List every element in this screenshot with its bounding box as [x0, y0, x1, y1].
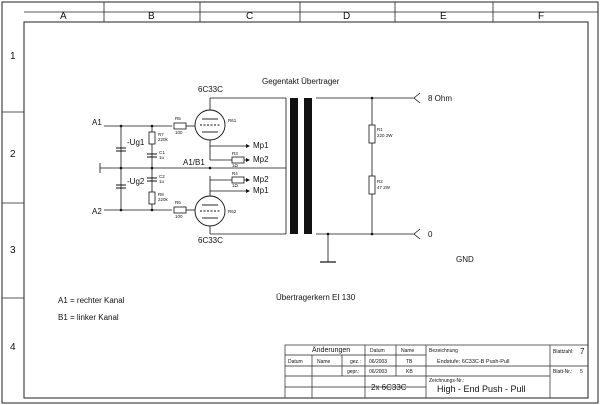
- resistor-icons: [148, 122, 376, 214]
- mp2-top-label: Mp2: [253, 155, 269, 164]
- column-header-strip: [24, 2, 598, 22]
- row-label-4: 4: [10, 342, 16, 353]
- gez-name: TB: [406, 359, 413, 365]
- r-sense-top-ref: R3: [232, 151, 238, 156]
- junction-dots: [119, 96, 374, 236]
- blattzahl-value: 7: [580, 347, 585, 356]
- r-bottom-grid-ref: R8: [158, 192, 164, 197]
- row-label-3: 3: [10, 245, 16, 256]
- measure-point-arrows: [246, 144, 250, 193]
- bias-top-label: -Ug1: [127, 138, 145, 147]
- r-sense-top-val: 1Ω: [232, 163, 239, 168]
- r-sense-bottom-val: 1Ω: [232, 183, 239, 188]
- gepr-date: 06/2003: [369, 369, 387, 375]
- row-label-1: 1: [10, 51, 16, 62]
- output-zero-label: 0: [428, 230, 433, 239]
- input-b1-label: A1/B1: [183, 158, 205, 167]
- mp1-bottom-label: Mp1: [253, 186, 269, 195]
- column-label-f: F: [538, 11, 544, 22]
- changes-datum-col: Datum: [288, 359, 303, 365]
- column-label-d: D: [343, 11, 350, 22]
- gepr-label: gepr.:: [347, 369, 360, 375]
- changes-name-col: Name: [317, 359, 331, 365]
- gez-date: 06/2003: [369, 359, 387, 365]
- gez-label: gez.:: [350, 359, 361, 365]
- row-label-2: 2: [10, 149, 16, 160]
- blattzahl-label: Blattzahl:: [553, 349, 574, 355]
- r-out-top-val: 220 2W: [377, 133, 393, 138]
- r-sense-bottom-ref: R4: [232, 171, 238, 176]
- drawing-title: High - End Push - Pull: [437, 384, 526, 394]
- tube-bottom-label: 6C33C: [198, 236, 223, 245]
- transformer-core-right: [304, 98, 312, 234]
- transformer-core-left: [290, 98, 298, 234]
- r-top-gate-ref: R5: [175, 116, 181, 121]
- r-top-grid-ref: R7: [158, 132, 164, 137]
- tube-top-ref: R61: [228, 118, 237, 123]
- column-label-b: B: [148, 11, 155, 22]
- tube-top-icon: [194, 109, 226, 141]
- project-label: 2x 6C33C: [371, 383, 407, 392]
- changes-header: Änderungen: [312, 346, 350, 354]
- title-block-grid: [284, 344, 589, 399]
- row-header-strip: [2, 111, 24, 299]
- r-bottom-gate-ref: R6: [175, 200, 181, 205]
- input-a2-label: A2: [92, 207, 102, 216]
- note-a1: A1 = rechter Kanal: [58, 296, 125, 305]
- bias-bottom-label: -Ug2: [127, 177, 145, 186]
- output-terminal-icon: [413, 92, 421, 240]
- tube-bottom-icon: [194, 195, 226, 227]
- r-top-grid-val: 220k: [158, 137, 169, 142]
- r-out-bottom-val: 47 2W: [377, 185, 391, 190]
- r-bottom-gate-val: 100: [175, 214, 183, 219]
- c-bottom-val: 1u: [159, 179, 165, 184]
- tube-top-label: 6C33C: [198, 85, 223, 94]
- column-label-e: E: [440, 11, 447, 22]
- r-top-gate-val: 100: [175, 130, 183, 135]
- transformer-title: Gegentakt Übertrager: [262, 77, 340, 86]
- input-a1-label: A1: [92, 118, 102, 127]
- mp2-bottom-label: Mp2: [253, 175, 269, 184]
- column-label-a: A: [60, 11, 67, 22]
- tube-bottom-ref: R62: [228, 209, 237, 214]
- r-bottom-grid-val: 220k: [158, 197, 169, 202]
- c-top-val: 1u: [159, 155, 165, 160]
- name-header: Name: [401, 348, 415, 354]
- note-b1: B1 = linker Kanal: [58, 313, 119, 322]
- blatt-nr-value: 5: [580, 369, 583, 375]
- gnd-label: GND: [456, 255, 474, 264]
- bezeichnung-value: Endstufe: 6C33C-B Push-Pull: [437, 359, 509, 365]
- capacitor-icons: [116, 147, 157, 189]
- zeichnungs-label: Zeichnungs-Nr.:: [429, 378, 464, 384]
- datum-header: Datum: [370, 348, 385, 354]
- r-out-bottom-ref: R2: [377, 179, 383, 184]
- column-label-c: C: [246, 11, 253, 22]
- bezeichnung-label: Bezeichnung: [429, 348, 458, 354]
- c-bottom-ref: C2: [159, 174, 165, 179]
- mp1-top-label: Mp1: [253, 141, 269, 150]
- r-out-top-ref: R1: [377, 127, 383, 132]
- c-top-ref: C1: [159, 150, 165, 155]
- core-label: Übertragerkern EI 130: [276, 293, 356, 302]
- gepr-name: KB: [406, 369, 413, 375]
- blatt-nr-label: Blatt-Nr.:: [553, 369, 572, 375]
- output-8ohm-label: 8 Ohm: [428, 94, 452, 103]
